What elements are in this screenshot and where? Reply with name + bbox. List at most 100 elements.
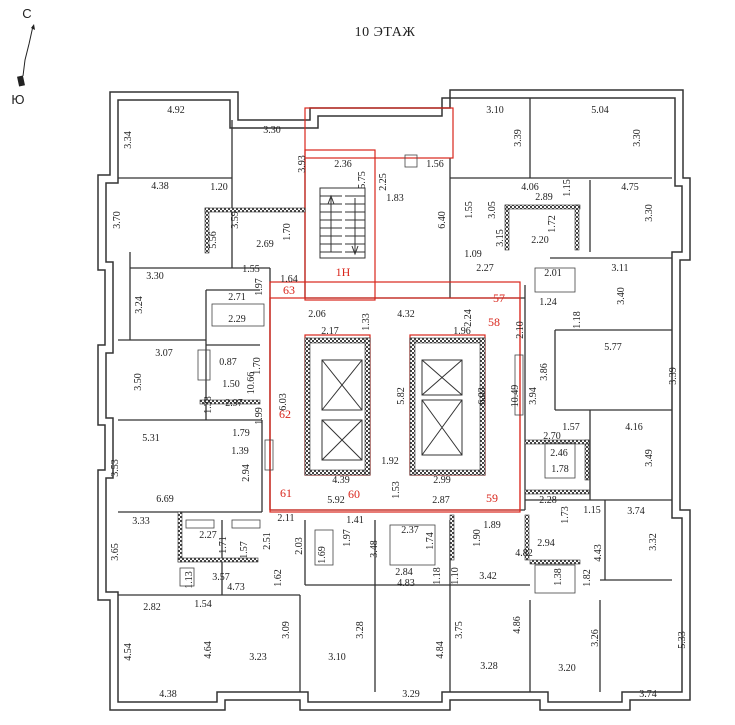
stair-label: 1Н [336, 265, 351, 279]
dimension-label: 1.38 [203, 396, 214, 414]
dimension-label: 6.40 [437, 211, 448, 229]
dimension-label: 4.16 [625, 422, 643, 433]
dimension-label: 3.30 [263, 125, 281, 136]
dimension-label: 2.84 [395, 567, 413, 578]
dimension-label: 1.41 [346, 515, 364, 526]
dimension-label: 2.89 [535, 192, 553, 203]
dimension-label: 2.70 [543, 431, 561, 442]
dimension-label: 3.10 [486, 105, 504, 116]
dimension-label: 3.20 [558, 663, 576, 674]
dimension-label: 3.39 [668, 367, 679, 385]
dimension-label: 1.83 [386, 193, 404, 204]
dimension-label: 5.33 [677, 631, 688, 649]
dimension-label: 4.73 [227, 582, 245, 593]
dimension-label: 1.74 [425, 532, 436, 550]
dimension-label: 2.82 [143, 602, 161, 613]
dimension-label: 3.26 [590, 629, 601, 647]
hatched-shafts [177, 204, 590, 565]
elevator-cabins [321, 359, 463, 461]
apartment-number: 62 [279, 407, 291, 421]
dimension-label: 6.69 [156, 494, 174, 505]
dimension-label: 3.32 [648, 533, 659, 551]
compass-arrow-icon [31, 24, 35, 30]
dimension-label: 1.64 [280, 274, 298, 285]
dimension-label: 3.30 [146, 271, 164, 282]
dimension-label: 3.42 [479, 571, 497, 582]
dimension-label: 5.82 [396, 387, 407, 405]
dimension-label: 3.39 [513, 129, 524, 147]
compass-south-label: Ю [11, 92, 24, 107]
dimension-label: 3.75 [454, 621, 465, 639]
dimension-label: 1.18 [432, 567, 443, 585]
dimension-label: 3.15 [495, 229, 506, 247]
dimension-label: 1.73 [560, 506, 571, 524]
dimension-label: 4.06 [521, 182, 539, 193]
floor-title: 10 ЭТАЖ [355, 25, 416, 40]
dimension-label: 4.75 [621, 182, 639, 193]
dimension-label: 5.56 [208, 231, 219, 249]
elevator-cabin-2 [321, 419, 363, 461]
apartment-number: 58 [488, 315, 500, 329]
dimension-label: 1.96 [453, 326, 471, 337]
dimension-label: 4.38 [159, 689, 177, 700]
dimension-label: 0.87 [219, 357, 237, 368]
dimension-label: 1.57 [239, 541, 250, 559]
dimension-label: 1.39 [231, 446, 249, 457]
dimension-label: 2.28 [539, 495, 557, 506]
dimension-label: 1.54 [194, 599, 212, 610]
interior-walls [118, 98, 672, 692]
dimension-label: 2.97 [225, 398, 243, 409]
dimension-label: 3.53 [110, 459, 121, 477]
dimension-label: 1.97 [342, 529, 353, 547]
elevator-cabin-1 [321, 359, 363, 411]
dimension-label: 1.33 [361, 313, 372, 331]
dimension-label: 1.24 [539, 297, 557, 308]
dimension-label: 1.97 [254, 278, 265, 296]
dimension-label: 1.18 [572, 311, 583, 329]
dimension-label: 5.92 [327, 495, 345, 506]
dimension-label: 5.31 [142, 433, 160, 444]
dimension-label: 1.69 [317, 546, 328, 564]
dimension-label: 1.82 [582, 569, 593, 587]
dimension-label: 1.55 [242, 264, 260, 275]
apartment-number: 60 [348, 487, 360, 501]
dimension-label: 1.10 [450, 567, 461, 585]
dimension-label: 1.20 [210, 182, 228, 193]
dimension-label: 4.39 [332, 475, 350, 486]
dimension-label: 1.70 [252, 357, 263, 375]
dimension-label: 3.93 [297, 155, 308, 173]
dimension-label: 4.32 [397, 309, 415, 320]
outer-walls [97, 89, 691, 711]
dimension-label: 3.40 [616, 287, 627, 305]
dimension-label: 3.59 [230, 211, 241, 229]
dimension-label: 1.57 [562, 422, 580, 433]
dimension-label: 1.53 [391, 481, 402, 499]
dimension-label: 4.84 [435, 641, 446, 659]
dimension-label: 3.65 [110, 543, 121, 561]
dimension-label: 4.86 [512, 616, 523, 634]
dimension-label: 2.11 [277, 513, 294, 524]
dimension-label: 3.05 [487, 201, 498, 219]
dimension-label: 4.38 [151, 181, 169, 192]
apartment-numbers: 57 58 59 60 61 62 63 [279, 283, 505, 505]
dimension-label: 4.92 [167, 105, 185, 116]
apartment-number: 57 [493, 291, 505, 305]
elevator-cabin-4 [421, 399, 463, 456]
dimension-label: 3.28 [355, 621, 366, 639]
dimension-label: 3.30 [644, 204, 655, 222]
dimension-label: 2.17 [321, 326, 339, 337]
dimension-label: 1.15 [562, 179, 573, 197]
dimension-label: 5.77 [604, 342, 622, 353]
dimension-label: 1.71 [218, 536, 229, 554]
dimension-label: 2.06 [308, 309, 326, 320]
dimension-label: 10.49 [510, 385, 521, 408]
compass-tail-icon [17, 75, 25, 87]
dimension-label: 5.04 [591, 105, 609, 116]
apartment-number: 61 [280, 486, 292, 500]
dimension-label: 2.03 [294, 537, 305, 555]
dimension-label: 1.90 [472, 529, 483, 547]
dimension-label: 1.09 [464, 249, 482, 260]
dimension-label: 3.74 [639, 689, 657, 700]
dimension-label: 3.09 [281, 621, 292, 639]
dimension-label: 4.82 [515, 548, 533, 559]
